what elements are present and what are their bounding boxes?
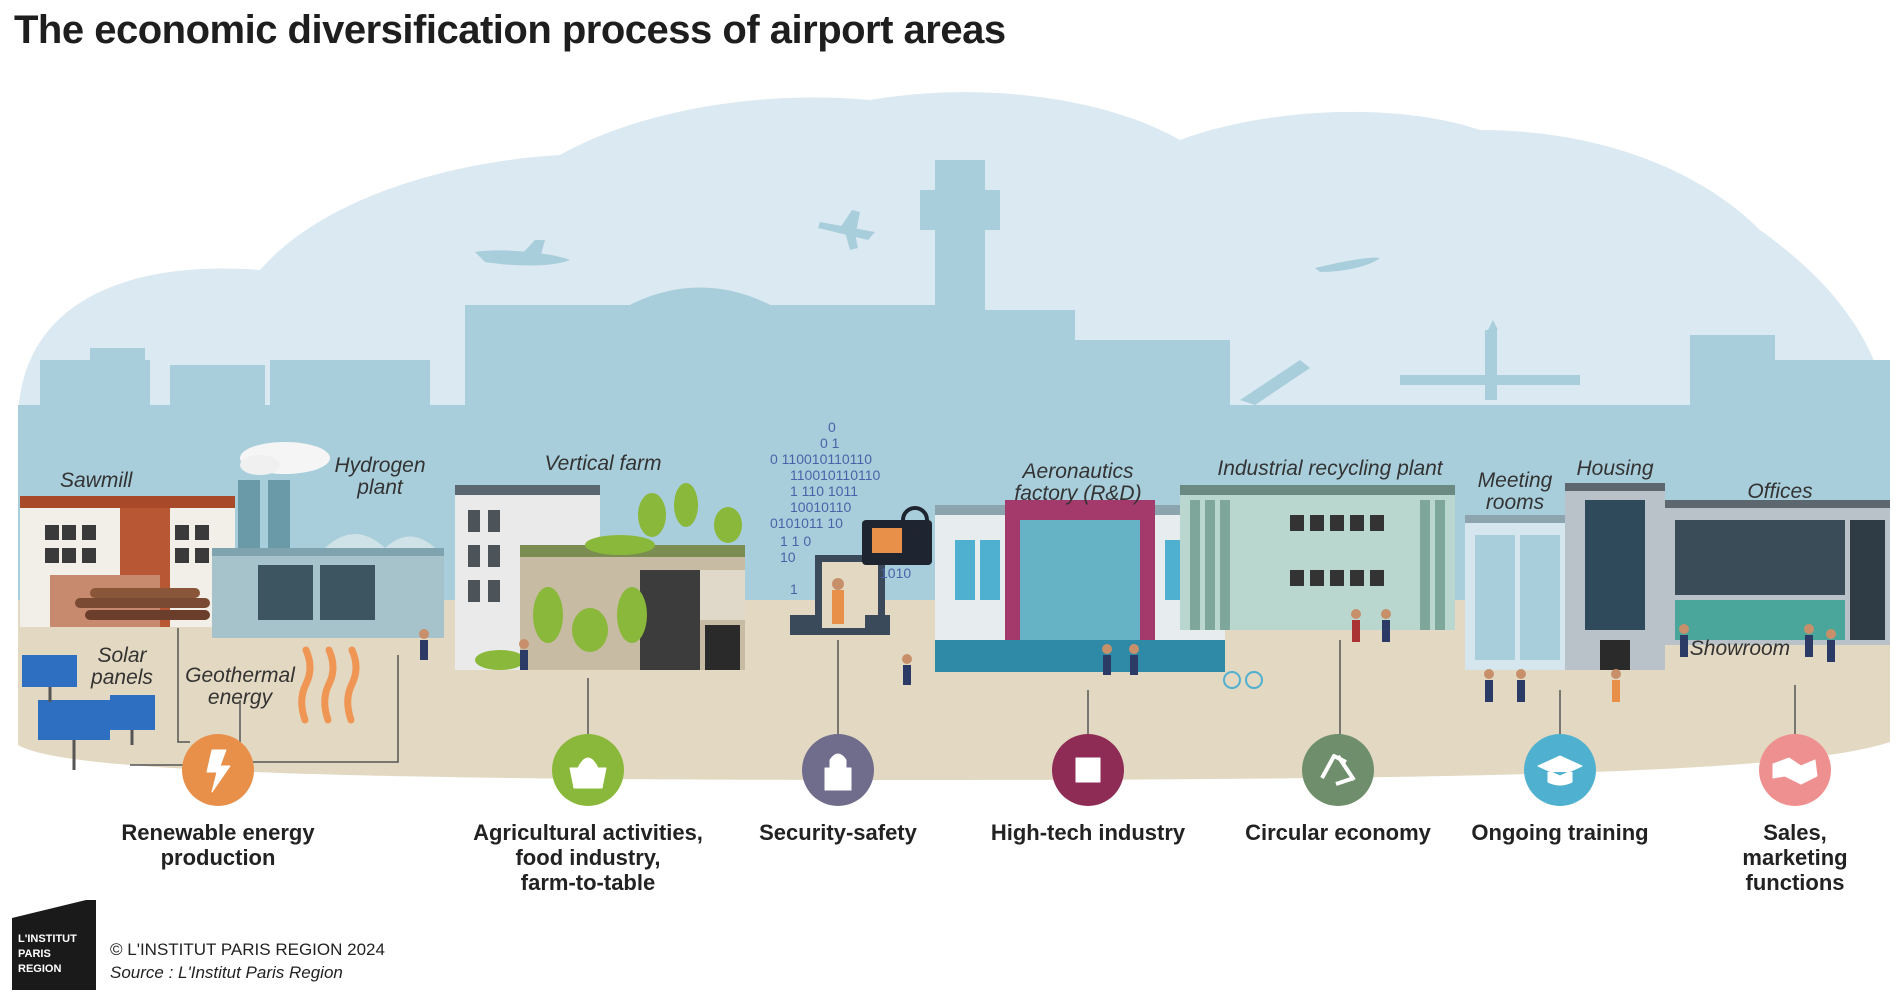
binary-row: 0 1 — [820, 435, 840, 451]
industrial-recycling-plant — [1180, 485, 1455, 630]
offices-building — [1665, 500, 1890, 645]
security-zone — [790, 506, 932, 635]
connector-lines — [130, 628, 1796, 766]
binary-row: 10 — [780, 549, 796, 565]
label-sawmill: Sawmill — [60, 469, 134, 492]
binary-row: 1010 — [880, 565, 911, 581]
meeting-rooms-building — [1465, 515, 1570, 670]
agri-label-line: food industry, — [515, 845, 660, 870]
label-showroom: Showroom — [1690, 637, 1790, 660]
label-hydrogen-plant-text: Hydrogen — [334, 454, 425, 477]
sales-label-line: marketing — [1742, 845, 1847, 870]
training-label-line: Ongoing training — [1471, 820, 1648, 845]
label-vertical-farm: Vertical farm — [544, 452, 661, 475]
label-meeting-text: Meeting — [1478, 469, 1553, 492]
page-title: The economic diversification process of … — [14, 8, 1006, 52]
renewable-label-line: production — [161, 845, 276, 870]
renewable-label-line: Renewable energy — [121, 820, 315, 845]
copyright-text: © L'INSTITUT PARIS REGION 2024 — [110, 940, 385, 959]
hightech-label-line: High-tech industry — [991, 820, 1186, 845]
label-hydrogen-plant-text-line-2: plant — [356, 476, 404, 499]
circular-label-line: Circular economy — [1245, 820, 1432, 845]
circular-icon-circle — [1302, 734, 1374, 806]
sawmill — [20, 496, 235, 627]
plane-icon-3 — [1315, 257, 1380, 272]
institut-logo: L'INSTITUT PARIS REGION — [12, 900, 96, 990]
aeronautics-factory — [935, 500, 1225, 672]
binary-row: 1 1 0 — [780, 533, 811, 549]
source-text: Source : L'Institut Paris Region — [110, 963, 343, 982]
sales-label-line: Sales, — [1763, 820, 1827, 845]
logo-line-3: REGION — [18, 963, 61, 975]
sales-label-line: functions — [1746, 870, 1845, 895]
label-meeting-text-line-2: rooms — [1486, 491, 1545, 514]
label-housing: Housing — [1576, 457, 1653, 480]
binary-row: 110010110110 — [790, 467, 881, 483]
binary-row: 1 110 1011 — [790, 483, 858, 499]
binary-row: 10010110 — [790, 499, 851, 515]
label-offices: Offices — [1747, 480, 1813, 503]
binary-row: 0 110010110110 — [770, 451, 872, 467]
housing-building — [1565, 483, 1665, 670]
chip-icon — [1075, 757, 1101, 783]
plane-icon-1 — [475, 240, 570, 266]
label-geothermal-text-line-2: energy — [208, 686, 274, 709]
plane-icon-2 — [818, 210, 875, 250]
binary-row: 0 — [828, 419, 836, 435]
label-geothermal-text: Geothermal — [185, 664, 296, 687]
vertical-farm — [455, 483, 745, 670]
people — [419, 578, 1836, 702]
lightning-icon — [206, 749, 231, 793]
plane-icon-4 — [1400, 320, 1580, 400]
label-solar-panels-text: Solar — [97, 644, 147, 667]
hydrogen-plant — [212, 442, 444, 638]
binary-row: 0101011 10 — [770, 515, 843, 531]
binary-row: 1 — [790, 581, 798, 597]
agri-label-line: Agricultural activities, — [473, 820, 703, 845]
recycle-icon — [1320, 754, 1356, 786]
logo-line-1: L'INSTITUT — [18, 933, 77, 945]
label-aeronautics-text: Aeronautics — [1021, 460, 1134, 483]
graduation-cap-icon — [1537, 755, 1583, 786]
agri-label-line: farm-to-table — [521, 870, 655, 895]
basket-icon — [569, 757, 607, 789]
logo-line-2: PARIS — [18, 948, 51, 960]
label-aeronautics-text-line-2: factory (R&D) — [1014, 482, 1141, 505]
solar-panels — [22, 655, 155, 770]
label-solar-panels-text-line-2: panels — [90, 666, 153, 689]
geothermal-arrows — [298, 646, 360, 724]
padlock-icon — [824, 753, 852, 791]
security-label-line: Security-safety — [759, 820, 918, 845]
label-industrial-recycling-plant: Industrial recycling plant — [1217, 457, 1443, 480]
handshake-icon — [1772, 757, 1818, 785]
